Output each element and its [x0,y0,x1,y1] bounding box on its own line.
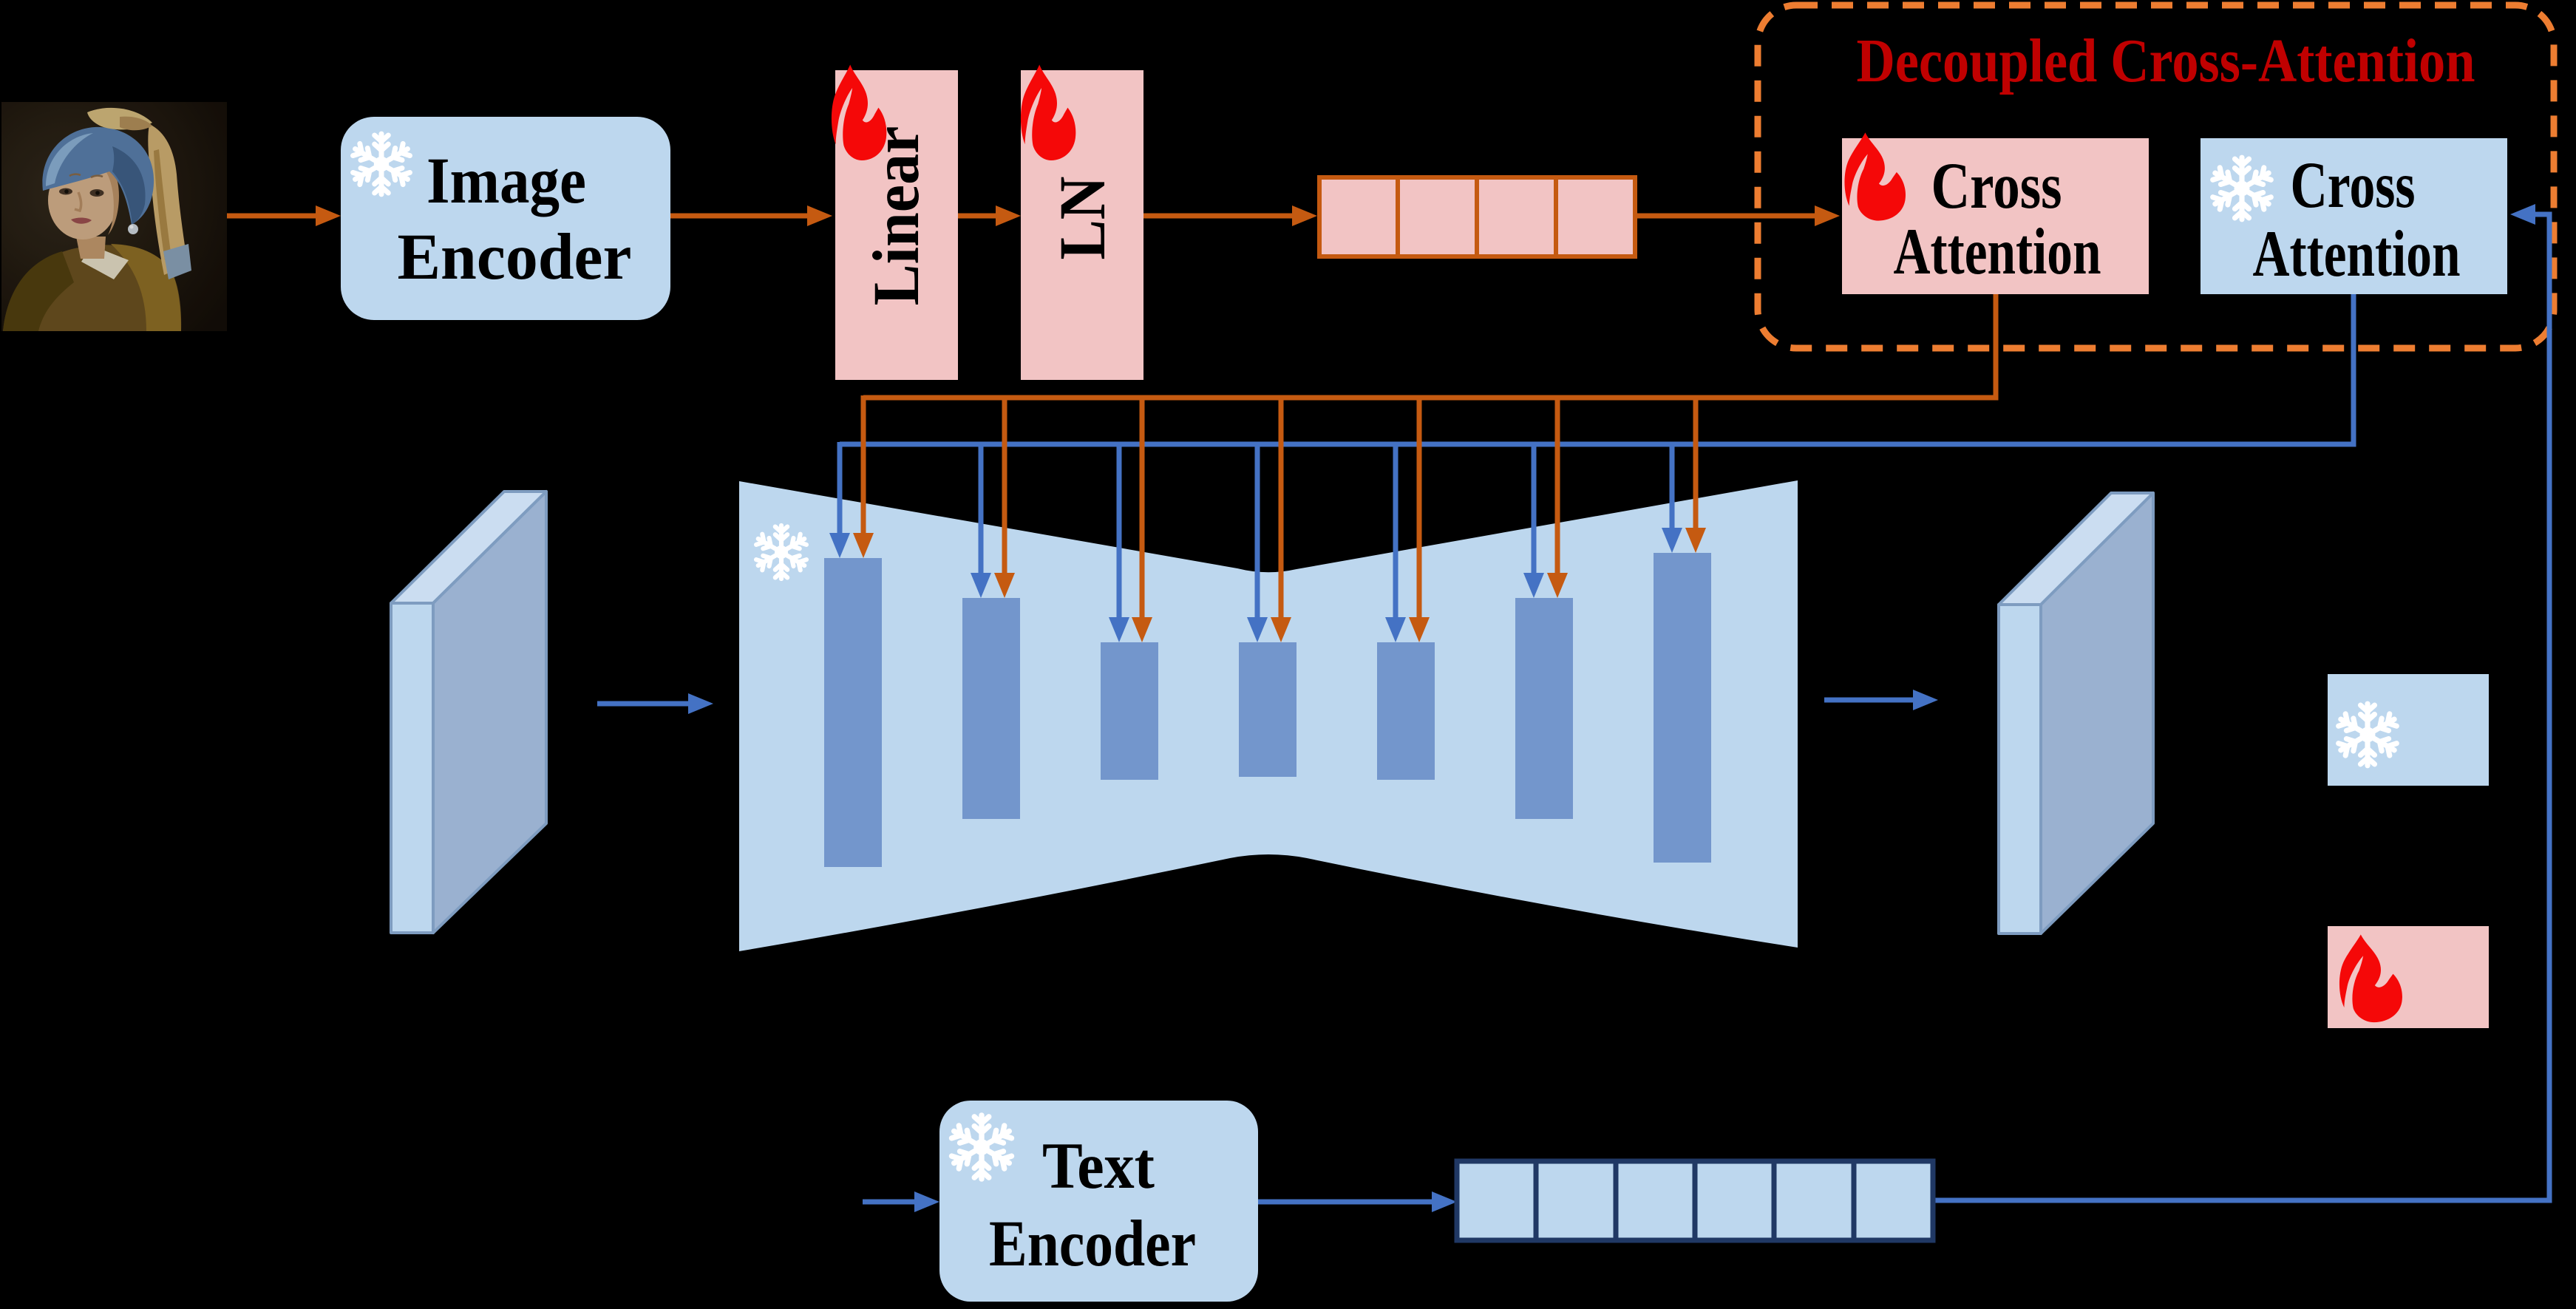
svg-text:LN: LN [1047,177,1119,260]
svg-text:Attention: Attention [2253,218,2461,290]
svg-text:Cross: Cross [1931,150,2062,222]
svg-text:Cross: Cross [2291,149,2416,222]
svg-text:Encoder: Encoder [989,1208,1196,1280]
svg-text:Decoupled Cross-Attention: Decoupled Cross-Attention [1857,27,2475,95]
svg-text:Image: Image [426,145,586,217]
svg-text:Attention: Attention [1894,216,2101,288]
svg-text:Text: Text [1042,1130,1155,1203]
svg-text:Encoder: Encoder [398,221,632,293]
